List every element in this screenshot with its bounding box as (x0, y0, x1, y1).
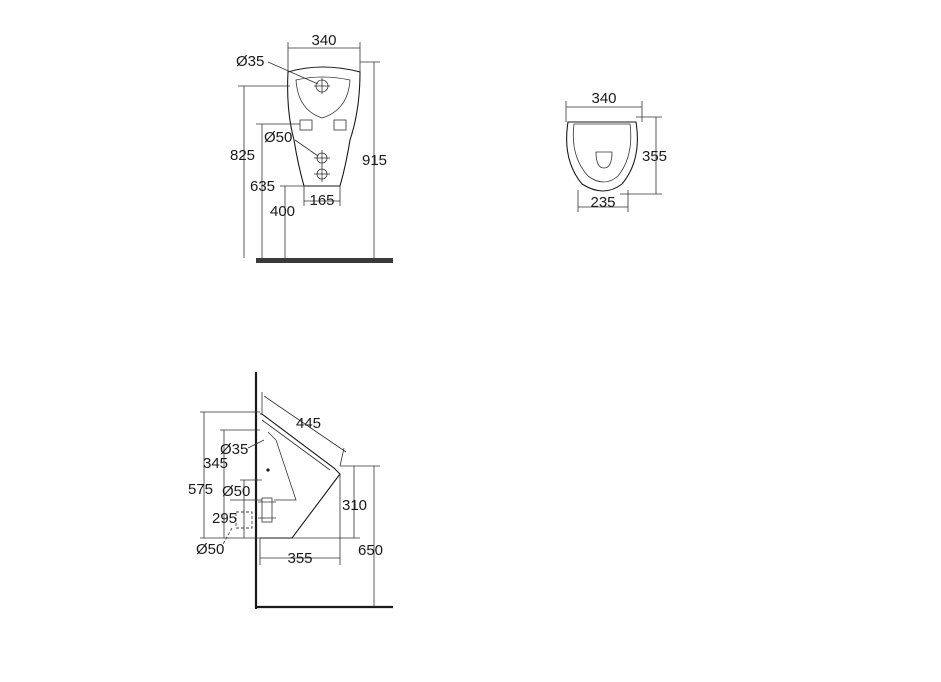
top-urinal-outline (566, 121, 638, 192)
side-height-295-label: 295 (212, 510, 237, 527)
top-width-label: 340 (591, 90, 616, 107)
side-waste-dia-label: Ø35 (220, 441, 248, 458)
side-outlet-dia-label: Ø50 (196, 541, 224, 558)
side-inlet-dia-label: Ø50 (222, 483, 250, 500)
top-depth-label: 355 (642, 148, 667, 165)
side-height-575-label: 575 (188, 481, 213, 498)
side-height-310-label: 310 (342, 497, 367, 514)
side-height-345-label: 345 (203, 455, 228, 472)
fixing-right (333, 119, 347, 131)
front-floor (256, 258, 393, 263)
side-diagonal-label: 445 (296, 415, 321, 432)
top-waste-symbol (595, 151, 613, 169)
side-projection-label: 355 (287, 550, 312, 567)
side-trap (261, 497, 273, 523)
front-height-400-label: 400 (270, 203, 295, 220)
front-width-bottom-label: 165 (309, 192, 334, 209)
side-height-650-label: 650 (358, 542, 383, 559)
front-urinal-body (287, 66, 361, 187)
top-inner-width-label: 235 (590, 194, 615, 211)
front-width-label: 340 (311, 32, 336, 49)
front-height-825-label: 825 (230, 147, 255, 164)
fixing-left (299, 119, 313, 131)
front-inlet-dia-label: Ø50 (264, 129, 292, 146)
front-height-635-label: 635 (250, 178, 275, 195)
side-view: 445 Ø35 345 575 Ø50 295 Ø50 310 650 (188, 372, 393, 609)
top-view: 340 355 235 (565, 90, 667, 212)
front-bowl-inner (295, 76, 351, 119)
front-height-915-label: 915 (362, 152, 387, 169)
front-view: 340 Ø35 Ø50 825 635 400 165 915 (230, 32, 393, 263)
front-waste-dia-label: Ø35 (236, 53, 264, 70)
